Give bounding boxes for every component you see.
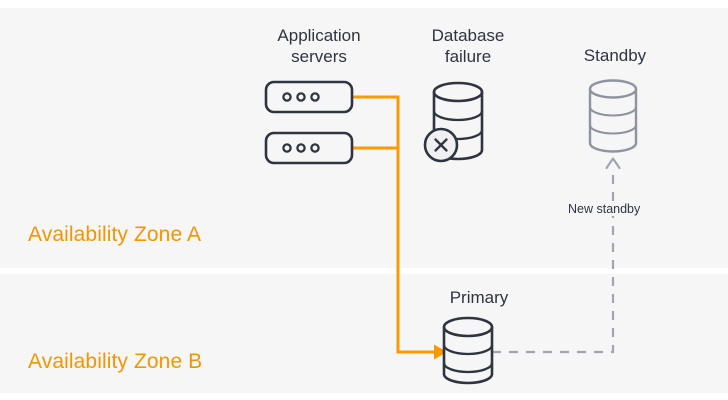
x-circle-icon[interactable] xyxy=(423,127,459,163)
connector-app-servers-to-primary xyxy=(350,95,447,360)
database-failure-title: Database failure xyxy=(431,26,505,66)
availability-zone-a-label: Availability Zone A xyxy=(28,223,202,246)
application-servers-title: Application servers xyxy=(277,26,361,66)
primary-title: Primary xyxy=(449,288,509,307)
standby-title: Standby xyxy=(583,46,647,65)
server-icon[interactable] xyxy=(264,131,354,165)
arrowhead-icon xyxy=(434,344,447,360)
server-icon[interactable] xyxy=(264,80,354,114)
new-standby-edge-label: New standby xyxy=(565,202,644,216)
availability-zone-b-band xyxy=(0,274,728,393)
database-cylinder-icon-primary[interactable] xyxy=(442,316,494,385)
database-cylinder-icon-standby[interactable] xyxy=(588,79,638,153)
connector-primary-to-standby xyxy=(492,157,621,354)
availability-zone-b-label: Availability Zone B xyxy=(28,350,203,373)
arrowhead-icon xyxy=(605,157,621,170)
